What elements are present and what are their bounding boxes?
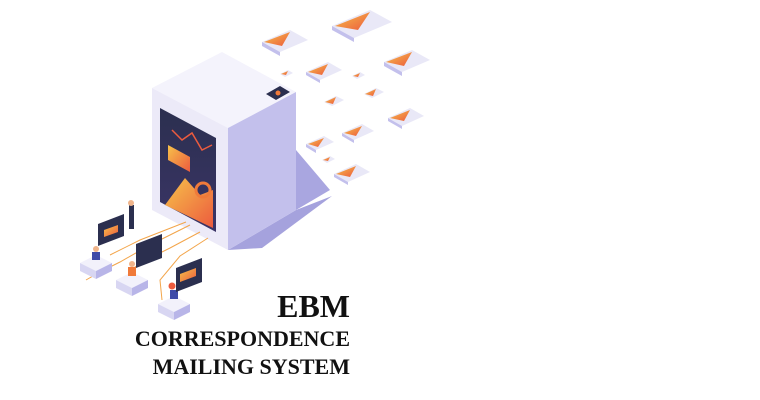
title-mailing-system: MAILING SYSTEM xyxy=(152,354,350,379)
title-ebm: EBM xyxy=(277,288,350,324)
server-icon xyxy=(152,52,296,250)
envelope-icons xyxy=(262,10,430,185)
workstation-icons xyxy=(80,200,202,320)
title-correspondence: CORRESPONDENCE xyxy=(134,326,350,351)
server-shadow xyxy=(228,196,332,250)
